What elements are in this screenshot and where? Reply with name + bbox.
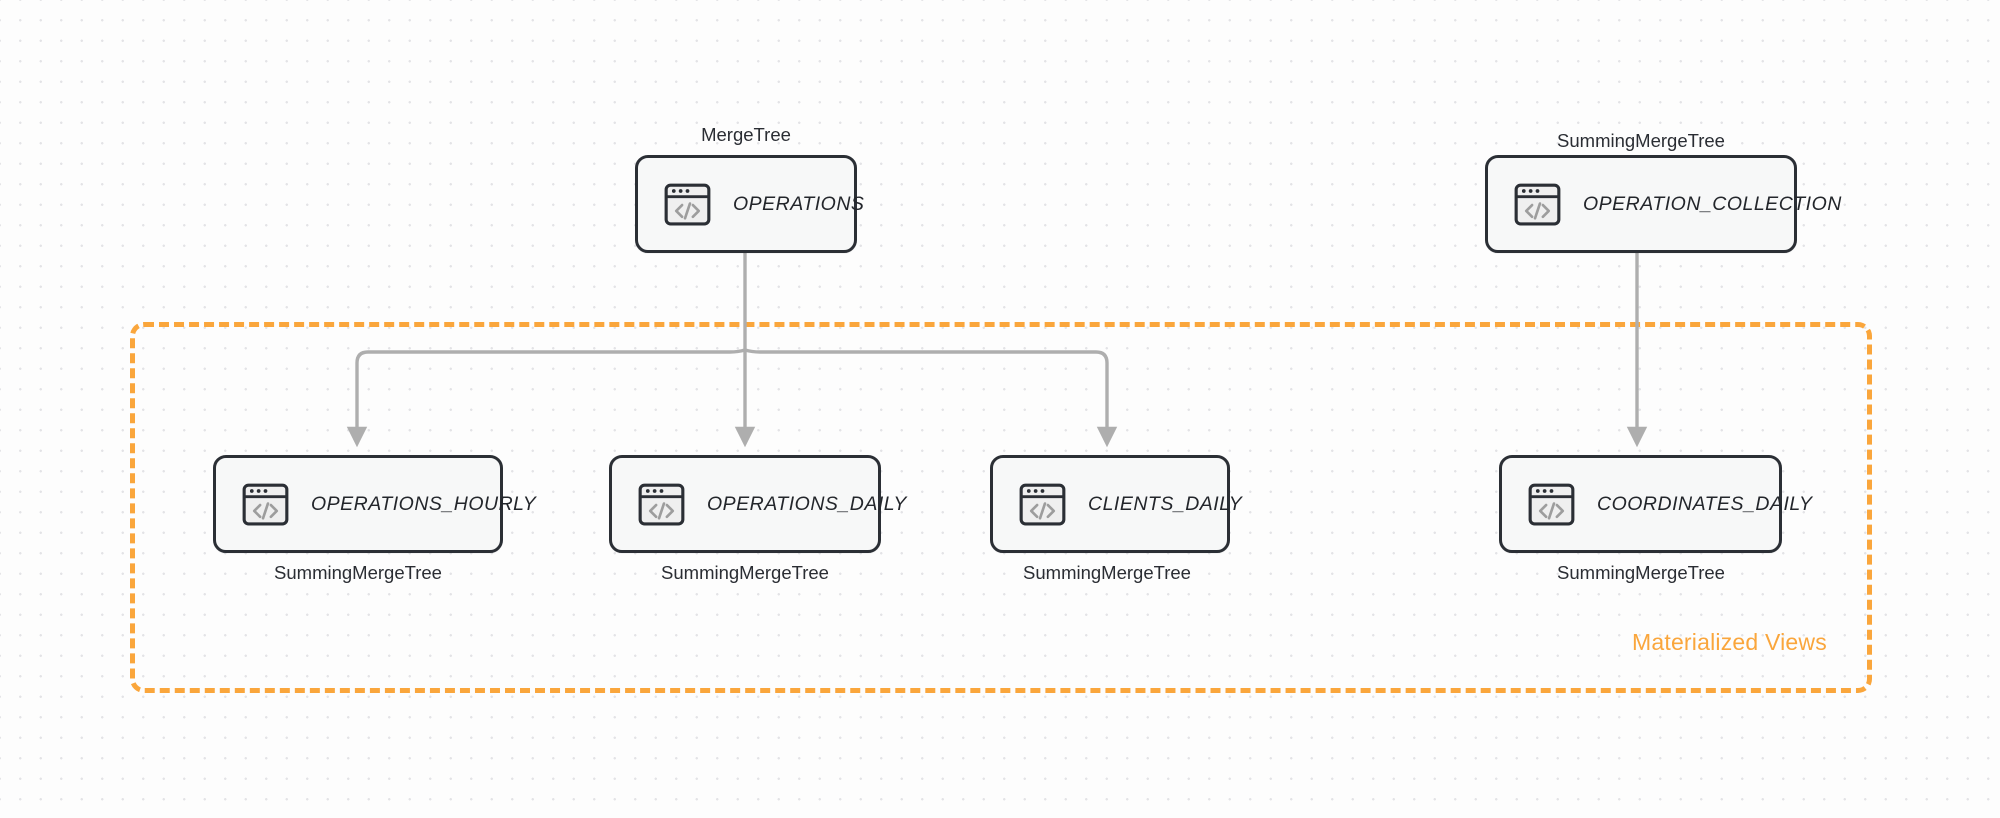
node-operations-daily[interactable]: OPERATIONS_DAILY (609, 455, 906, 553)
node-operations[interactable]: OPERATIONS (635, 155, 864, 253)
node-coordinates-daily[interactable]: COORDINATES_DAILY (1499, 455, 1812, 553)
engine-caption-coordinates-daily: SummingMergeTree (1557, 562, 1725, 583)
code-window-icon (1528, 483, 1575, 526)
code-window-icon (664, 183, 711, 226)
code-window-icon (1514, 183, 1561, 226)
engine-caption-operations-daily: SummingMergeTree (661, 562, 829, 583)
node-operation-collection[interactable]: OPERATION_COLLECTION (1485, 155, 1841, 253)
node-label-operations-hourly: OPERATIONS_HOURLY (311, 492, 537, 515)
node-label-operations-daily: OPERATIONS_DAILY (707, 492, 907, 515)
node-clients-daily[interactable]: CLIENTS_DAILY (990, 455, 1242, 553)
engine-caption-operations: MergeTree (701, 124, 791, 145)
node-label-clients-daily: CLIENTS_DAILY (1088, 492, 1243, 515)
materialized-views-group (130, 322, 1872, 693)
code-window-icon (638, 483, 685, 526)
engine-caption-clients-daily: SummingMergeTree (1023, 562, 1191, 583)
engine-caption-operations-hourly: SummingMergeTree (274, 562, 442, 583)
code-window-icon (1019, 483, 1066, 526)
node-operations-hourly[interactable]: OPERATIONS_HOURLY (213, 455, 536, 553)
materialized-views-group-label: Materialized Views (1632, 629, 1827, 655)
node-label-coordinates-daily: COORDINATES_DAILY (1597, 492, 1813, 515)
node-label-operation-collection: OPERATION_COLLECTION (1583, 192, 1842, 215)
code-window-icon (242, 483, 289, 526)
engine-caption-operation-collection: SummingMergeTree (1557, 130, 1725, 151)
node-label-operations: OPERATIONS (733, 192, 865, 215)
